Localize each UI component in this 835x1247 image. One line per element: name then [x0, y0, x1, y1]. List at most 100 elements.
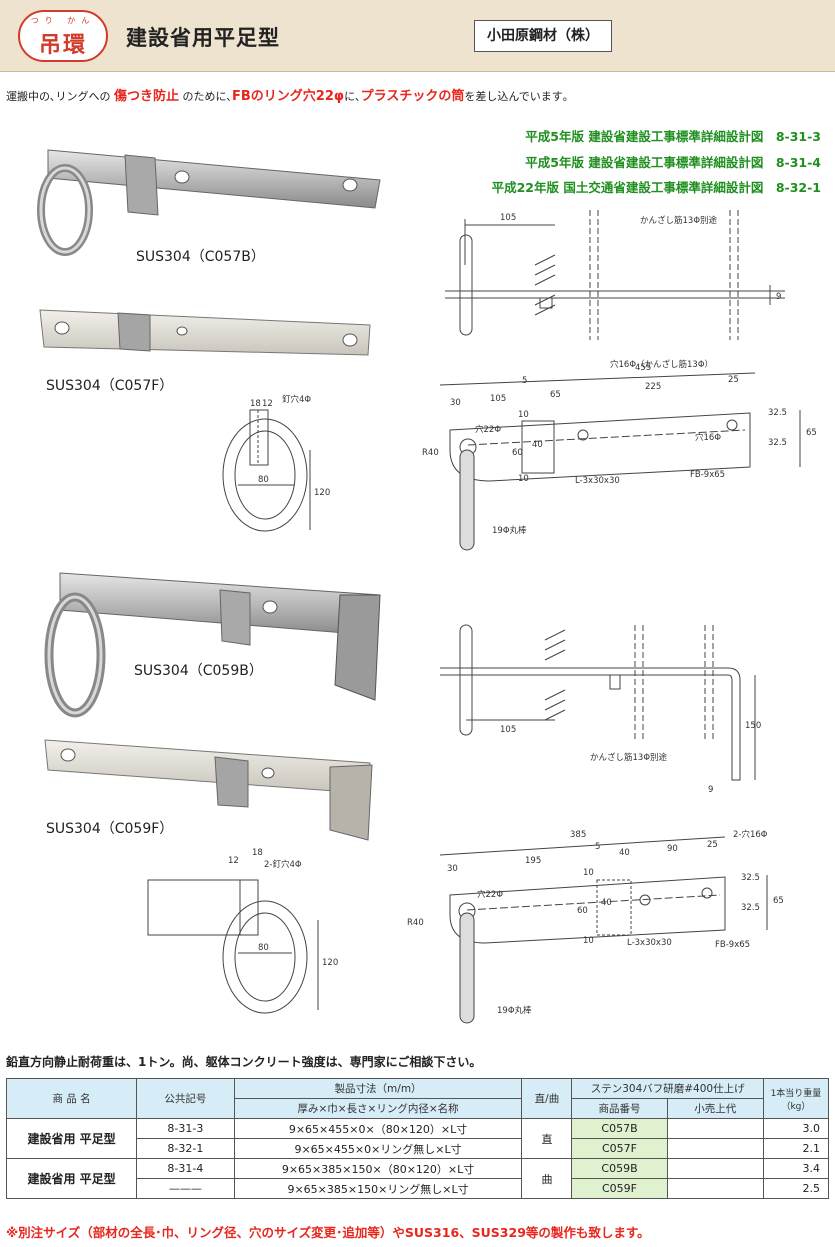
- photo-label-c059f: SUS304（C059F）: [46, 821, 174, 837]
- plan1-rod: 19Φ丸棒: [492, 525, 527, 536]
- price-cell: [666, 1158, 764, 1179]
- type-cell: 曲: [521, 1158, 573, 1199]
- load-note: 鉛直方向静止耐荷重は、1トン。尚、躯体コンクリート強度は、専門家にご相談下さい。: [6, 1055, 482, 1069]
- plan1-hole16: 穴16Φ: [695, 432, 721, 443]
- photo-label-c057f: SUS304（C057F）: [46, 378, 174, 394]
- ring2-height: 120: [322, 958, 338, 968]
- badge-ruby: つり かん: [30, 16, 96, 25]
- code-cell: 8-31-4: [136, 1158, 235, 1179]
- header-price: 小売上代: [666, 1098, 764, 1119]
- ring1-width: 80: [258, 475, 269, 485]
- weight-cell: 3.0: [762, 1118, 830, 1139]
- photo-c059b: [44, 572, 381, 718]
- plan1-v2: 40: [532, 440, 543, 450]
- plan2-rod: 19Φ丸棒: [497, 1005, 532, 1016]
- plan1-f: 25: [728, 375, 739, 385]
- table-row: ——— 9×65×385×150×リング無し×L寸 C059F 2.5: [7, 1178, 830, 1199]
- plan2-e: 90: [667, 844, 678, 854]
- size-cell: 9×65×455×0×リング無し×L寸: [233, 1138, 523, 1159]
- product-name: 建設省用 平足型: [5, 1158, 138, 1199]
- intro-highlight: プラスチックの筒: [360, 89, 465, 104]
- side1-bar-note: かんざし筋13Φ別途: [640, 215, 718, 226]
- size-cell: 9×65×385×150×（80×120）×L寸: [233, 1158, 523, 1179]
- ring2-dim-12: 12: [228, 856, 239, 866]
- plan2-total: 385: [570, 830, 586, 840]
- standard-ref-3: 平成22年版 国土交通省建設工事標準詳細設計図 8-32-1: [491, 180, 821, 195]
- intro-text: 運搬中の､リングへの 傷つき防止 のために､FBのリング穴22φに､プラスチック…: [6, 85, 568, 104]
- plan2-d: 40: [619, 848, 630, 858]
- plan1-d: 65: [550, 390, 561, 400]
- ring-badge: つり かん 吊環: [18, 10, 108, 62]
- plan1-fb: FB-9x65: [690, 470, 725, 480]
- plan1-v3: 60: [512, 448, 523, 458]
- price-cell: [666, 1118, 764, 1139]
- plan1-r: R40: [422, 448, 439, 458]
- ring-drawing-c057: 18 12 釘穴4Φ 80 120: [222, 394, 330, 532]
- plan1-a: 5: [522, 376, 527, 386]
- plan2-v2: 40: [601, 898, 612, 908]
- ring2-nail: 2-釘穴4Φ: [264, 859, 302, 870]
- table-row: 建設省用 平足型 8-31-4 9×65×385×150×（80×120）×L寸…: [5, 1158, 830, 1199]
- ring1-dim-18: 18: [250, 399, 261, 409]
- plan1-angle: L-3x30x30: [575, 476, 620, 486]
- plan1-total: 455: [635, 363, 651, 373]
- intro-part: に､: [344, 90, 361, 103]
- plan1-v4: 10: [518, 474, 529, 484]
- header-size: 製品寸法（m/m）: [233, 1078, 523, 1099]
- table-header-row: 商 品 名 公共記号 製品寸法（m/m） 直/曲 ステン304バフ研磨#400仕…: [5, 1078, 830, 1119]
- ring1-height: 120: [314, 488, 330, 498]
- plan2-w: 65: [773, 896, 784, 906]
- side2-bar-note: かんざし筋13Φ別途: [590, 752, 668, 763]
- intro-highlight: FBのリング穴22φ: [232, 89, 345, 104]
- intro-part: 運搬中の､リングへの: [6, 90, 111, 103]
- code-cell: ———: [136, 1178, 235, 1199]
- header-size-sub: 厚み×巾×長さ×リング内径×名称: [233, 1098, 523, 1119]
- intro-part: を差し込んでいます｡: [464, 90, 569, 103]
- plan2-v4: 10: [583, 936, 594, 946]
- custom-order-note: ※別注サイズ（部材の全長･巾、リング径、穴のサイズ変更･追加等）やSUS316、…: [6, 1225, 650, 1240]
- product-code: C057B: [571, 1118, 668, 1139]
- page-title: 建設省用平足型: [126, 26, 280, 50]
- product-name: 建設省用 平足型: [5, 1118, 138, 1159]
- header-finish: ステン304バフ研磨#400仕上げ: [571, 1078, 764, 1099]
- plan1-e: 225: [645, 382, 661, 392]
- photo-label-c057b: SUS304（C057B）: [136, 249, 265, 265]
- side2-dim-105: 105: [500, 725, 516, 735]
- side1-thick: 9: [776, 292, 781, 302]
- plan2-a: 5: [595, 842, 600, 852]
- photo-c057f: [39, 309, 371, 356]
- plan2-f: 25: [707, 840, 718, 850]
- header-code: 公共記号: [136, 1078, 235, 1119]
- type-cell: 直: [521, 1118, 573, 1159]
- plan2-w1: 32.5: [741, 873, 760, 883]
- plan2-hole-top: 2-穴16Φ: [733, 829, 768, 840]
- side-drawing-c059: 105 150 かんざし筋13Φ別途 9: [440, 624, 761, 795]
- side2-thick: 9: [708, 785, 713, 795]
- side1-dim-105: 105: [500, 213, 516, 223]
- plan2-angle: L-3x30x30: [627, 938, 672, 948]
- plan-drawing-c059: 385 5 30 195 40 90 25 2-穴16Φ 穴22Φ R40 L-…: [407, 829, 784, 1024]
- size-cell: 9×65×455×0×（80×120）×L寸: [233, 1118, 523, 1139]
- plan2-r: R40: [407, 918, 424, 928]
- ring1-nail: 釘穴4Φ: [282, 394, 311, 405]
- price-cell: [666, 1138, 764, 1159]
- plan1-v1: 10: [518, 410, 529, 420]
- header-name: 商 品 名: [5, 1078, 138, 1119]
- photo-label-c059b: SUS304（C059B）: [134, 663, 263, 679]
- intro-highlight: 傷つき防止: [114, 89, 180, 104]
- plan1-w: 65: [806, 428, 817, 438]
- weight-cell: 2.5: [762, 1178, 830, 1199]
- standard-ref-1: 平成5年版 建設省建設工事標準詳細設計図 8-31-3: [525, 129, 821, 144]
- price-cell: [666, 1178, 764, 1199]
- table-row: 8-32-1 9×65×455×0×リング無し×L寸 C057F 2.1: [7, 1138, 830, 1159]
- plan2-b: 30: [447, 864, 458, 874]
- size-cell: 9×65×385×150×リング無し×L寸: [233, 1178, 523, 1199]
- standard-ref-2: 平成5年版 建設省建設工事標準詳細設計図 8-31-4: [525, 155, 821, 170]
- header-product-no: 商品番号: [571, 1098, 668, 1119]
- spec-table: 商 品 名 公共記号 製品寸法（m/m） 直/曲 ステン304バフ研磨#400仕…: [5, 1078, 830, 1199]
- plan1-w2: 32.5: [768, 438, 787, 448]
- header: つり かん 吊環 建設省用平足型 小田原鋼材（株）: [0, 0, 835, 72]
- plan2-c: 195: [525, 856, 541, 866]
- ring-drawing-c059: 12 18 2-釘穴4Φ 80 120: [147, 848, 338, 1014]
- side2-height: 150: [745, 721, 761, 731]
